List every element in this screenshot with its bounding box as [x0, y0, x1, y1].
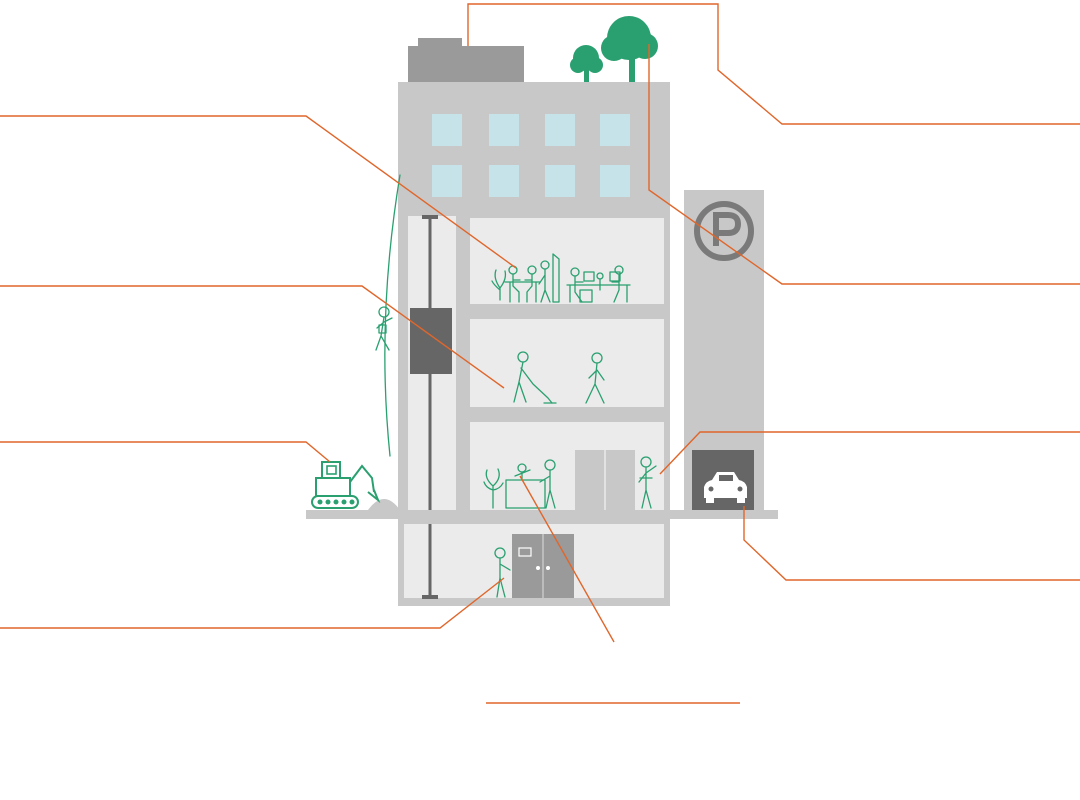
callout-basement [0, 577, 505, 629]
dirt-pile [368, 499, 400, 510]
elevator-car-icon [410, 308, 452, 374]
callout-security-guard [659, 431, 1080, 475]
floor-office [470, 218, 664, 304]
cleaner-with-vacuum [513, 351, 557, 404]
vault-door [512, 534, 574, 598]
window-cleaner-on-rope [375, 174, 401, 457]
floor-cleaning [470, 319, 664, 407]
callout-lines [0, 3, 1080, 704]
callout-rooftop-garden [648, 44, 1080, 285]
window-grid [432, 114, 630, 197]
callout-office-floor [0, 115, 517, 269]
car-icon [704, 472, 747, 503]
callout-window-cleaner [0, 285, 505, 389]
security-guard [638, 456, 657, 509]
tree-icon-small [570, 45, 603, 82]
walking-person [585, 352, 605, 404]
lobby-people [483, 459, 556, 509]
callout-rooftop-unit [467, 3, 1080, 125]
callout-parking [743, 506, 1080, 581]
lobby-elevator-doors [575, 450, 635, 510]
rooftop-trees [570, 16, 658, 83]
callout-excavator [0, 441, 331, 463]
tree-icon-large [601, 16, 658, 83]
callout-reception [519, 475, 615, 643]
office-workers [491, 253, 631, 303]
elevator-shaft [408, 215, 456, 598]
excavator-icon [311, 461, 381, 509]
parking-sign-icon [694, 201, 754, 261]
rooftop-hvac-unit [408, 38, 524, 84]
